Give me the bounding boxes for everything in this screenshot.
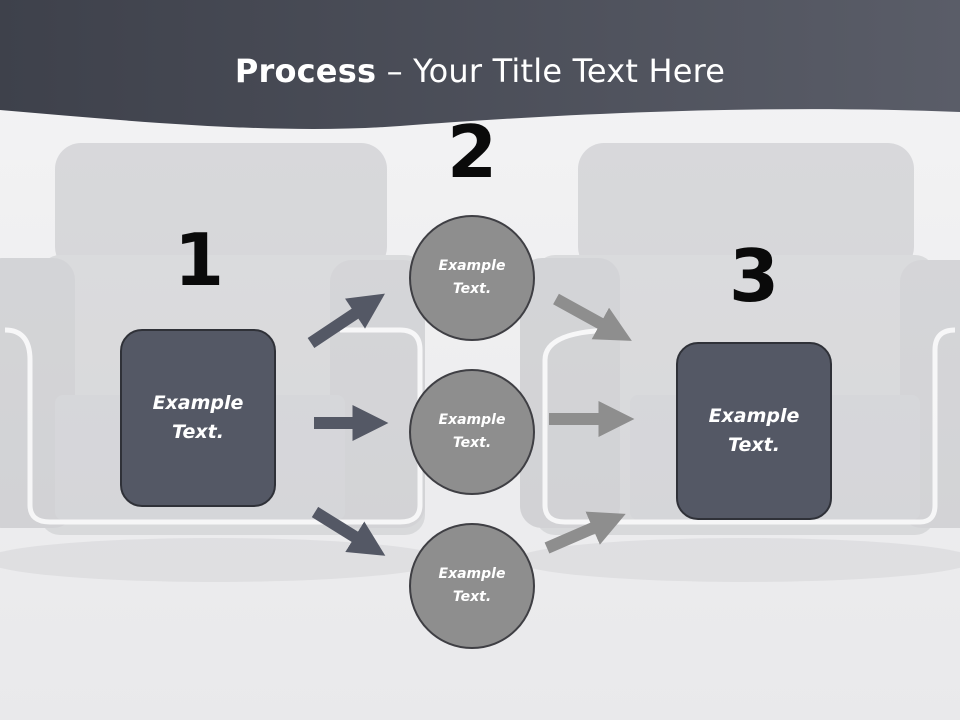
step-2-circle-2-label: Example Text.	[438, 412, 506, 451]
arrow-1-to-circle-3	[311, 506, 386, 556]
step-3-box: Example Text.	[676, 342, 832, 520]
title-rest: – Your Title Text Here	[376, 52, 726, 90]
step-2-number: 2	[446, 110, 498, 194]
slide-title: Process – Your Title Text Here	[0, 52, 960, 90]
arrow-circle-1-to-3	[553, 293, 632, 341]
step-2-circle-1: Example Text.	[409, 215, 535, 341]
step-1-label: Example Text.	[152, 392, 244, 443]
arrow-circle-3-to-3	[544, 511, 626, 554]
step-1-number: 1	[173, 218, 225, 302]
title-bold: Process	[234, 52, 377, 90]
step-2-circle-1-label: Example Text.	[438, 258, 506, 297]
step-3-label: Example Text.	[708, 405, 800, 456]
step-2-circle-3-label: Example Text.	[438, 566, 506, 605]
step-1-box: Example Text.	[120, 329, 276, 507]
step-2-circle-2: Example Text.	[409, 369, 535, 495]
step-3-number: 3	[728, 234, 780, 318]
arrow-1-to-circle-1	[307, 293, 385, 348]
step-2-circle-3: Example Text.	[409, 523, 535, 649]
